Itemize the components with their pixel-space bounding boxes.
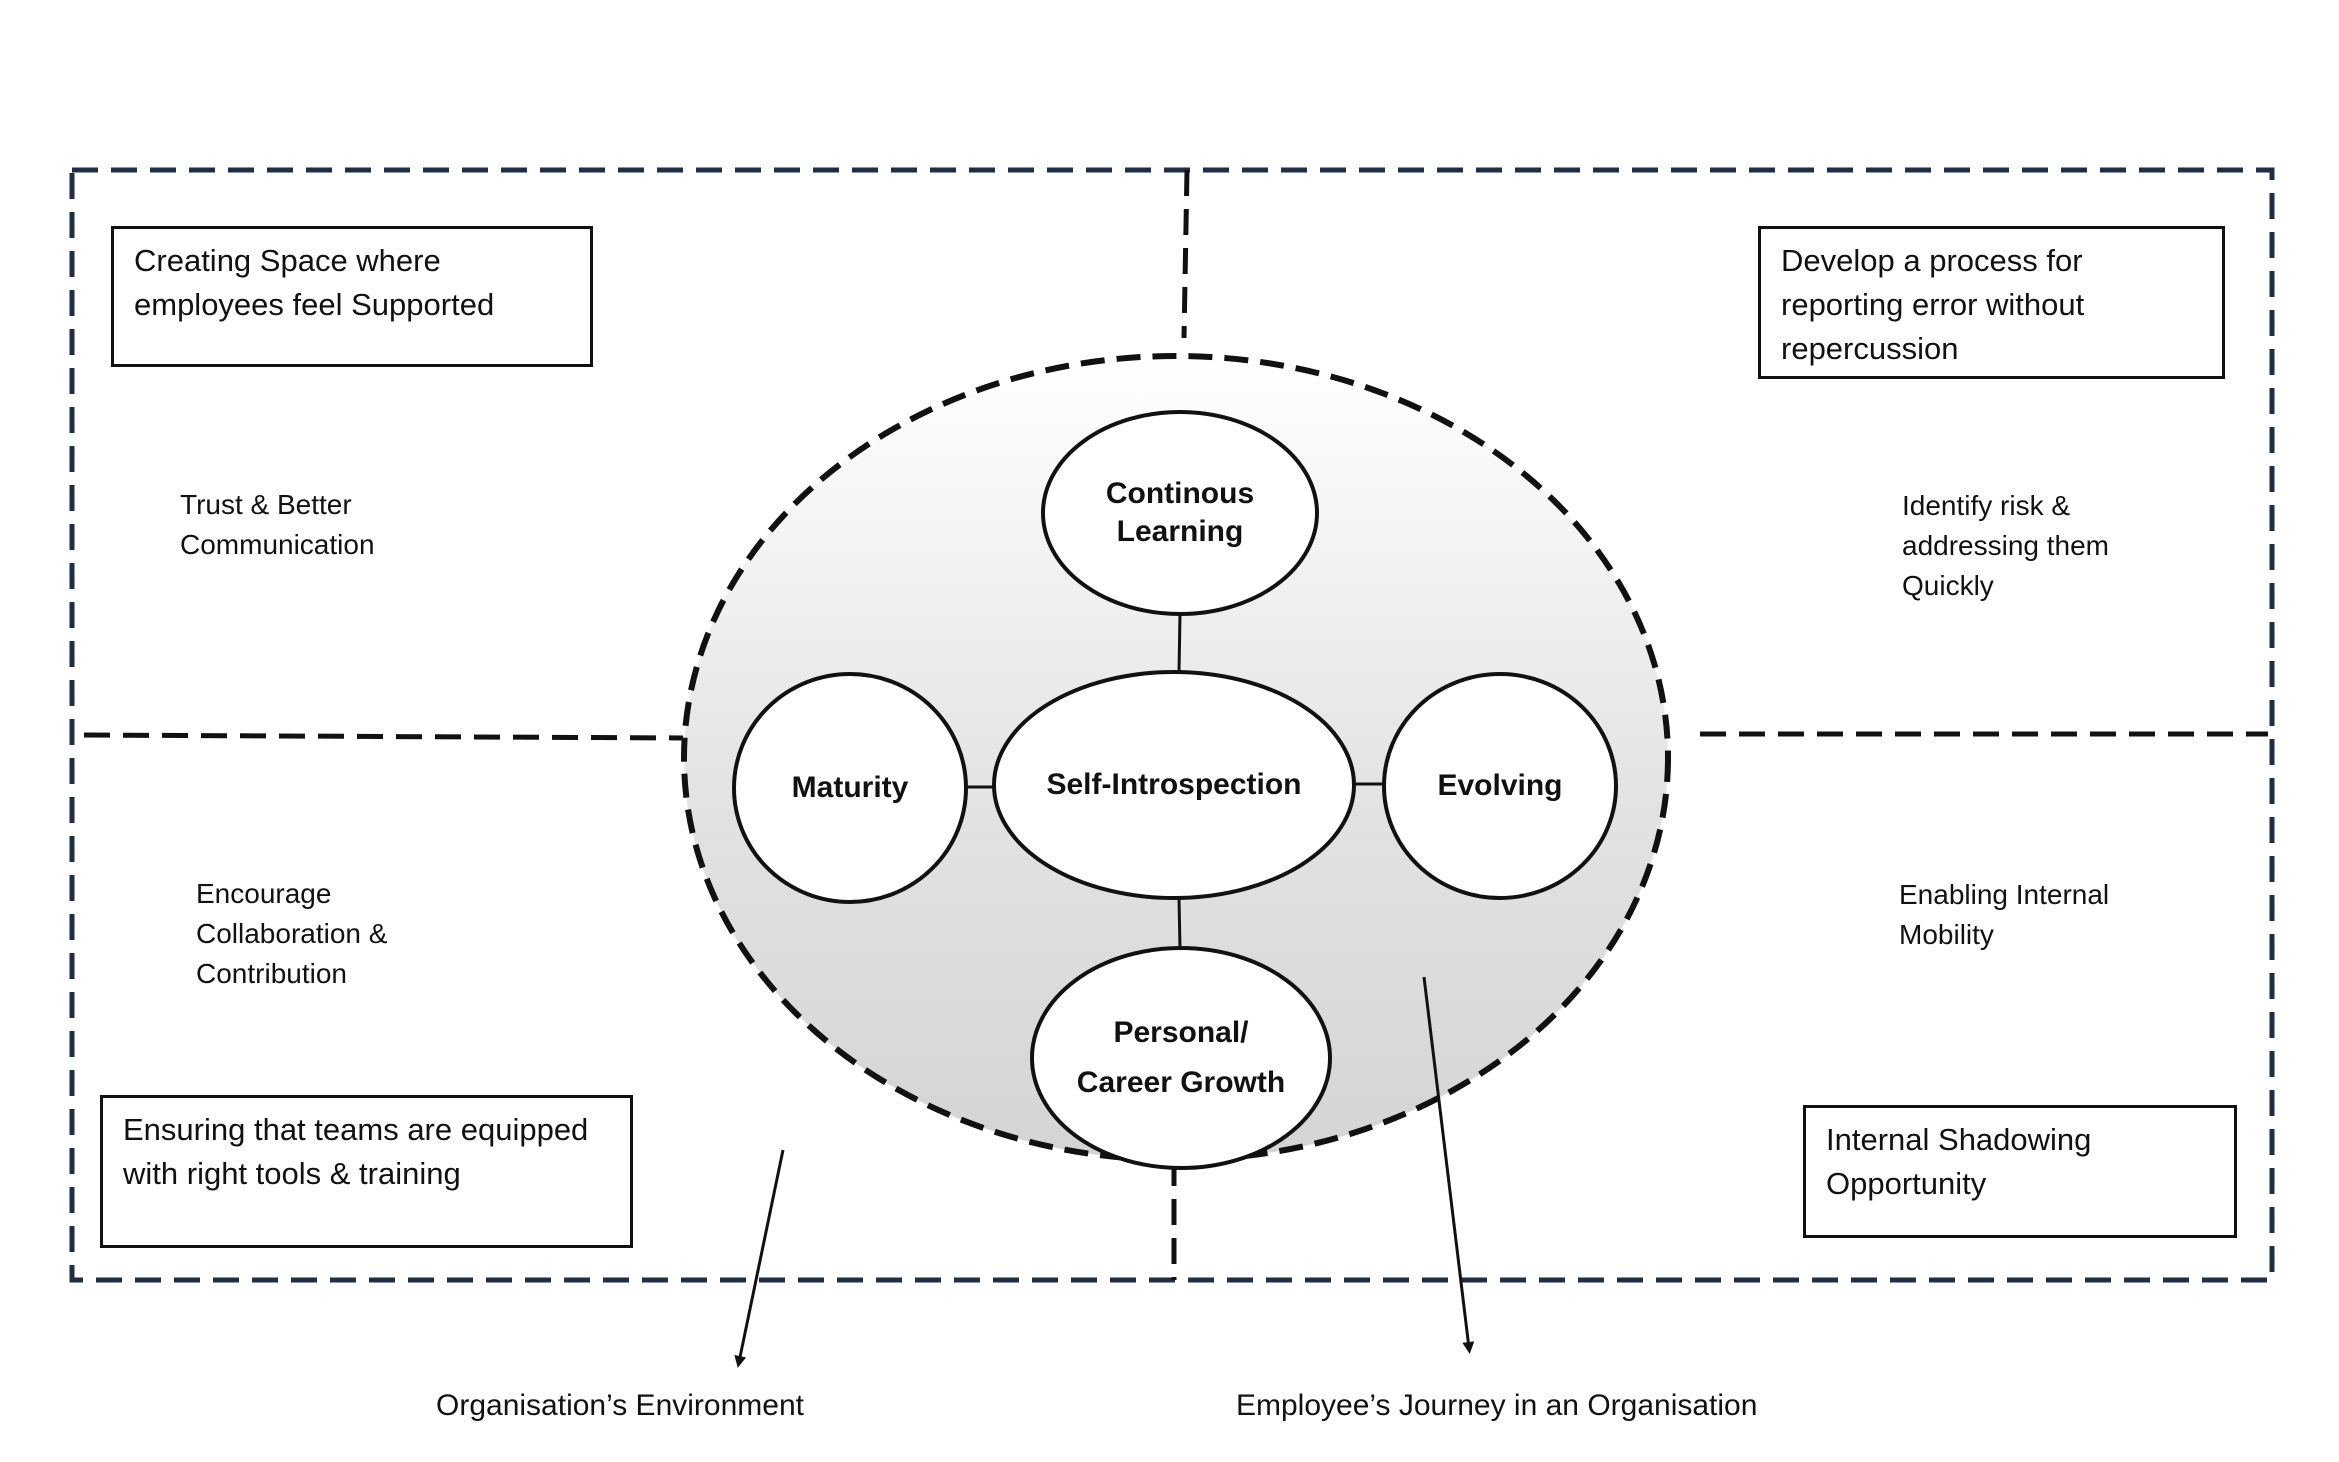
label-self-introspection: Self-Introspection [1046, 768, 1302, 801]
caption-employee-journey: Employee’s Journey in an Organisation [1236, 1389, 1758, 1422]
label-career-growth: Personal/ Career Growth [1077, 1008, 1285, 1108]
note-encourage-collaboration: Encourage Collaboration & Contribution [196, 874, 387, 994]
note-line: Contribution [196, 958, 347, 989]
node-maturity [732, 672, 968, 904]
label-continous-learning: Continous Learning [1106, 475, 1254, 551]
note-line: Identify risk & [1902, 490, 2071, 521]
caption-organisation-environment: Organisation’s Environment [436, 1389, 804, 1422]
note-trust-communication: Trust & Better Communication [180, 485, 375, 565]
note-line: Mobility [1899, 919, 1994, 950]
note-line: Collaboration & [196, 918, 388, 949]
box-tools-training: Ensuring that teams are equipped with ri… [100, 1095, 633, 1248]
note-line: addressing them [1902, 530, 2110, 561]
note-internal-mobility: Enabling Internal Mobility [1899, 875, 2109, 955]
note-line: Quickly [1902, 570, 1994, 601]
label-line: Career Growth [1076, 1066, 1286, 1099]
node-continous-learning [1041, 410, 1319, 616]
note-line: Enabling Internal [1899, 879, 2110, 910]
note-line: Communication [180, 529, 375, 560]
arrow-employee-journey [1422, 976, 1475, 1354]
node-self-introspection [992, 670, 1356, 900]
note-identify-risk: Identify risk & addressing them Quickly [1902, 486, 2109, 606]
box-internal-shadowing: Internal Shadowing Opportunity [1803, 1105, 2237, 1238]
label-line: Personal/ [1113, 1016, 1249, 1049]
divider-left-horizontal [83, 732, 684, 741]
note-line: Encourage [196, 878, 332, 909]
note-line: Trust & Better [180, 489, 352, 520]
label-maturity: Maturity [791, 771, 909, 804]
divider-top-vertical [1181, 169, 1190, 339]
connector-bottom [1177, 897, 1182, 949]
label-line: Learning [1116, 515, 1244, 548]
box-reporting-error: Develop a process for reporting error wi… [1758, 226, 2225, 379]
box-creating-space: Creating Space where employees feel Supp… [111, 226, 593, 367]
node-career-growth [1030, 946, 1332, 1170]
label-line: Continous [1105, 477, 1255, 510]
arrow-organisation-environment [734, 1149, 785, 1368]
node-evolving [1382, 672, 1618, 900]
connector-top [1177, 613, 1182, 673]
label-evolving: Evolving [1437, 769, 1563, 802]
